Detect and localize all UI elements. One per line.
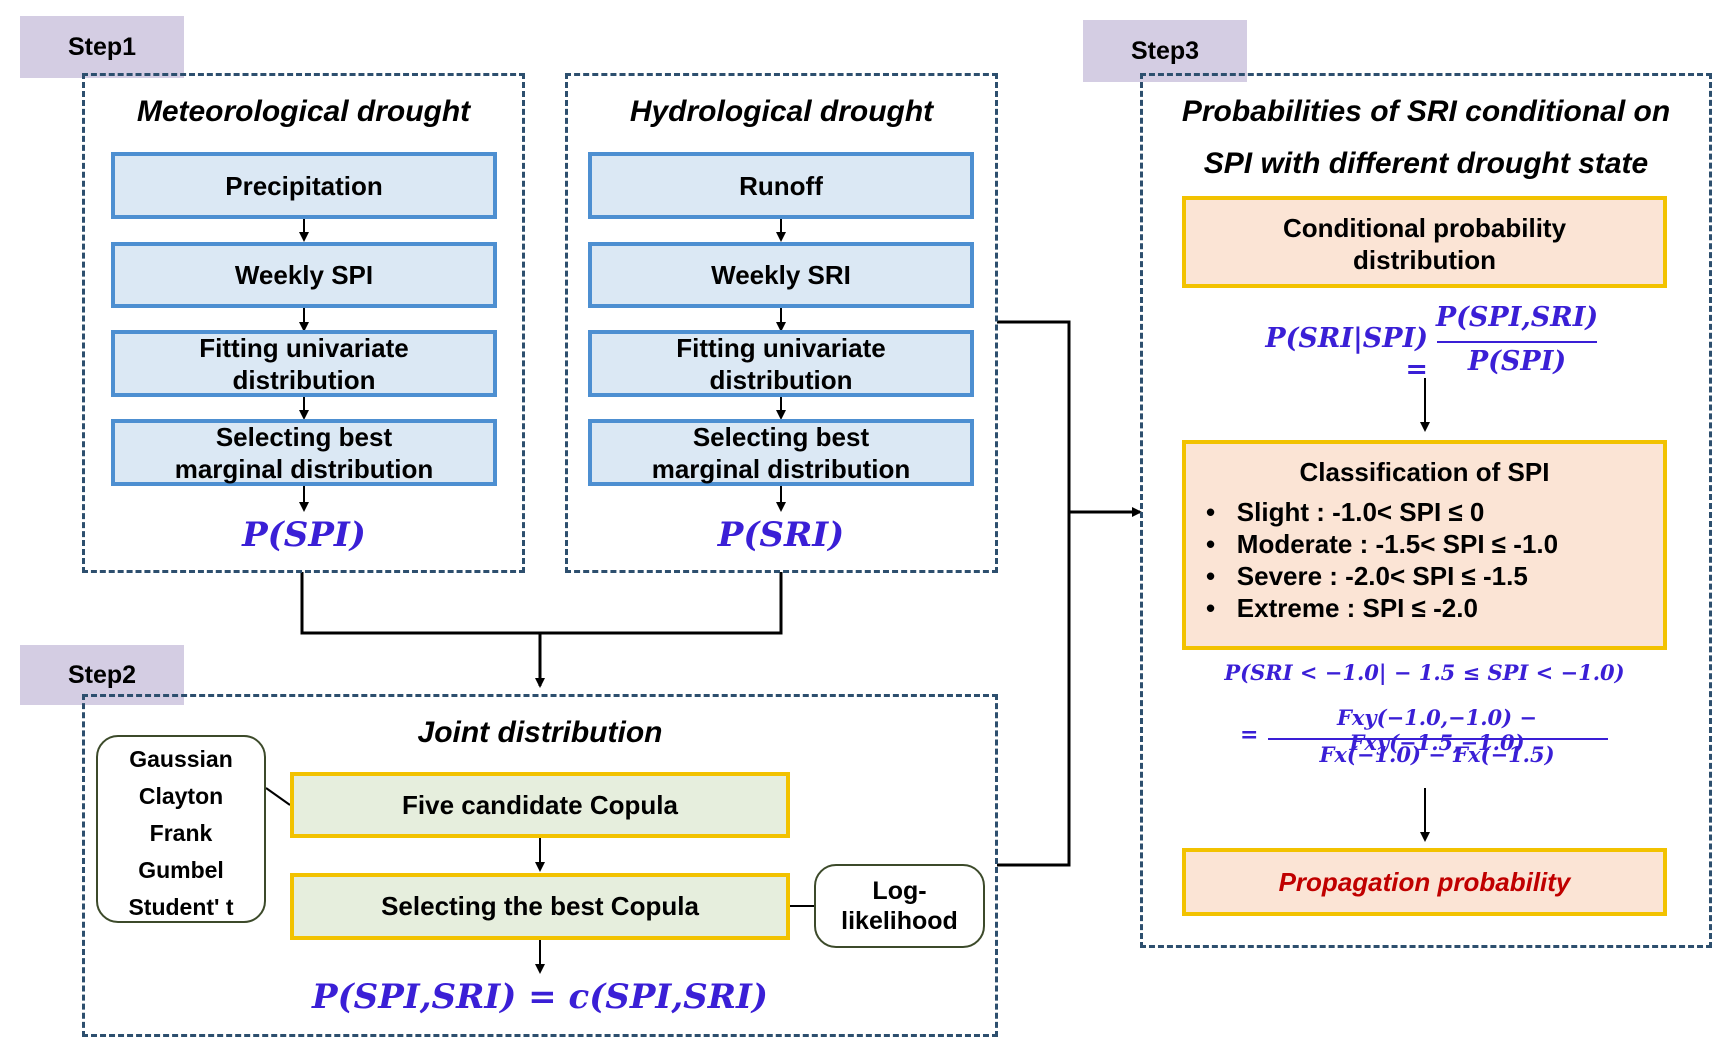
conditional-box-line1: Conditional probability <box>1282 213 1567 243</box>
copula-gaussian: Gaussian <box>129 746 233 772</box>
classification-box: Classification of SPI • Slight : -1.0< S… <box>1182 440 1667 650</box>
class-slight-text: Slight : -1.0< SPI ≤ 0 <box>1236 497 1485 527</box>
fitting-univariate-box-hyd: Fitting univariate distribution <box>588 330 974 397</box>
example-line1: P(SRI < −1.0| − 1.5 ≤ SPI < −1.0) <box>1224 660 1625 685</box>
merge-line <box>300 572 783 635</box>
example-numerator: Fxy(−1.0,−1.0) − Fxy(−1.5,−1.0) <box>1337 705 1537 755</box>
propagation-probability-box: Propagation probability <box>1182 848 1667 916</box>
class-moderate: • Moderate : -1.5< SPI ≤ -1.0 <box>1186 528 1663 560</box>
conditional-title-line2: SPI with different drought state <box>1203 147 1649 180</box>
p-sri-label: P(SRI) <box>717 515 845 555</box>
conditional-probability-box: Conditional probability distribution <box>1182 196 1667 288</box>
selecting-best-copula-box: Selecting the best Copula <box>290 873 790 940</box>
five-candidate-copula-box: Five candidate Copula <box>290 772 790 838</box>
conditional-title-line1: Probabilities of SRI conditional on <box>1181 95 1671 128</box>
selecting-marginal-box-hyd: Selecting best marginal distribution <box>588 419 974 486</box>
class-moderate-text: Moderate : -1.5< SPI ≤ -1.0 <box>1236 529 1559 559</box>
meteorological-title: Meteorological drought <box>136 95 471 128</box>
example-denominator: Fx(−1.0) − Fx(−1.5) <box>1319 742 1555 767</box>
joint-title: Joint distribution <box>417 716 663 749</box>
bullet-icon: • <box>1206 593 1237 623</box>
step2-tab: Step2 <box>20 645 184 705</box>
weekly-spi-box: Weekly SPI <box>111 242 497 308</box>
conditional-box-line2: distribution <box>1353 245 1496 275</box>
class-extreme: • Extreme : SPI ≤ -2.0 <box>1186 592 1663 624</box>
hydrological-panel <box>565 73 998 573</box>
copula-gumbel: Gumbel <box>138 857 224 883</box>
formula-lhs: P(SRI|SPI) = <box>1265 323 1428 385</box>
copula-link-line <box>265 787 291 806</box>
p-spi-label: P(SPI) <box>242 515 366 555</box>
log-likelihood-box: Log- likelihood <box>814 864 985 948</box>
conditional-panel <box>1140 73 1712 948</box>
bullet-icon: • <box>1206 497 1237 527</box>
selecting-marginal-box-met: Selecting best marginal distribution <box>111 419 497 486</box>
class-severe: • Severe : -2.0< SPI ≤ -1.5 <box>1186 560 1663 592</box>
log-likelihood-line2: likelihood <box>841 907 958 935</box>
bracket-to-step3 <box>997 320 1071 867</box>
hydrological-title: Hydrological drought <box>629 95 934 128</box>
bullet-icon: • <box>1206 561 1237 591</box>
joint-panel <box>82 694 998 1037</box>
example-equals: = <box>1240 722 1259 748</box>
joint-formula: P(SPI,SRI) = c(SPI,SRI) <box>312 977 768 1017</box>
formula-numerator: P(SPI,SRI) <box>1435 302 1599 333</box>
copula-frank: Frank <box>149 820 213 846</box>
formula-denominator: P(SPI) <box>1467 346 1567 377</box>
class-slight: • Slight : -1.0< SPI ≤ 0 <box>1186 496 1663 528</box>
classification-title: Classification of SPI <box>1299 457 1550 487</box>
step1-tab: Step1 <box>20 16 184 78</box>
bullet-icon: • <box>1206 529 1237 559</box>
class-extreme-text: Extreme : SPI ≤ -2.0 <box>1236 593 1478 623</box>
log-likelihood-line1: Log- <box>872 877 927 905</box>
copula-clayton: Clayton <box>138 783 224 809</box>
copula-families-box: Gaussian Clayton Frank Gumbel Student' t <box>96 735 266 923</box>
formula-fraction-bar <box>1437 341 1597 343</box>
class-severe-text: Severe : -2.0< SPI ≤ -1.5 <box>1236 561 1528 591</box>
runoff-box: Runoff <box>588 152 974 219</box>
meteorological-panel <box>82 73 525 573</box>
example-fraction-bar <box>1268 738 1608 740</box>
fitting-univariate-box-met: Fitting univariate distribution <box>111 330 497 397</box>
copula-student-t: Student' t <box>128 894 234 920</box>
precipitation-box: Precipitation <box>111 152 497 219</box>
weekly-sri-box: Weekly SRI <box>588 242 974 308</box>
step3-tab: Step3 <box>1083 20 1247 82</box>
